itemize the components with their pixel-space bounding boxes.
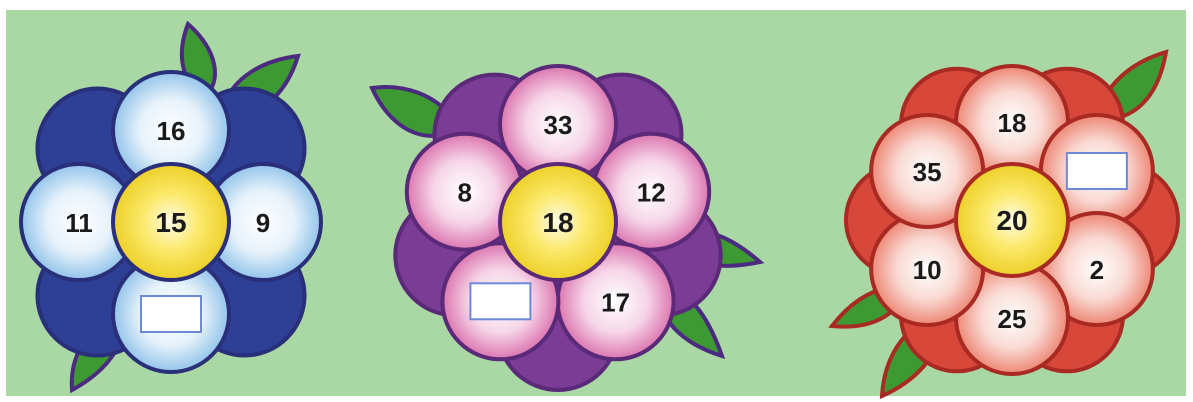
- answer-box[interactable]: [141, 296, 201, 332]
- answer-box[interactable]: [1067, 153, 1127, 189]
- answer-box[interactable]: [470, 283, 530, 319]
- petal-number: 25: [998, 304, 1027, 334]
- center-number: 20: [996, 205, 1027, 236]
- blue-flower: 16 9 11 15: [21, 72, 321, 372]
- petal-number: 18: [998, 108, 1027, 138]
- petal-number: 9: [256, 208, 270, 238]
- petal-number: 12: [637, 178, 666, 208]
- petal-number: 33: [544, 110, 573, 140]
- petal-number: 8: [458, 178, 472, 208]
- petal-number: 16: [157, 116, 186, 146]
- petal-number: 2: [1090, 255, 1104, 285]
- petal-number: 11: [65, 208, 93, 238]
- petal-number: 17: [601, 287, 630, 317]
- petal-number: 10: [913, 255, 942, 285]
- flowers: 16 9 11 15 33 12 17 8 18 18 2 25 10 35 20: [21, 66, 1178, 390]
- center-number: 15: [155, 207, 186, 238]
- petal-number: 35: [913, 157, 942, 187]
- center-number: 18: [542, 207, 573, 238]
